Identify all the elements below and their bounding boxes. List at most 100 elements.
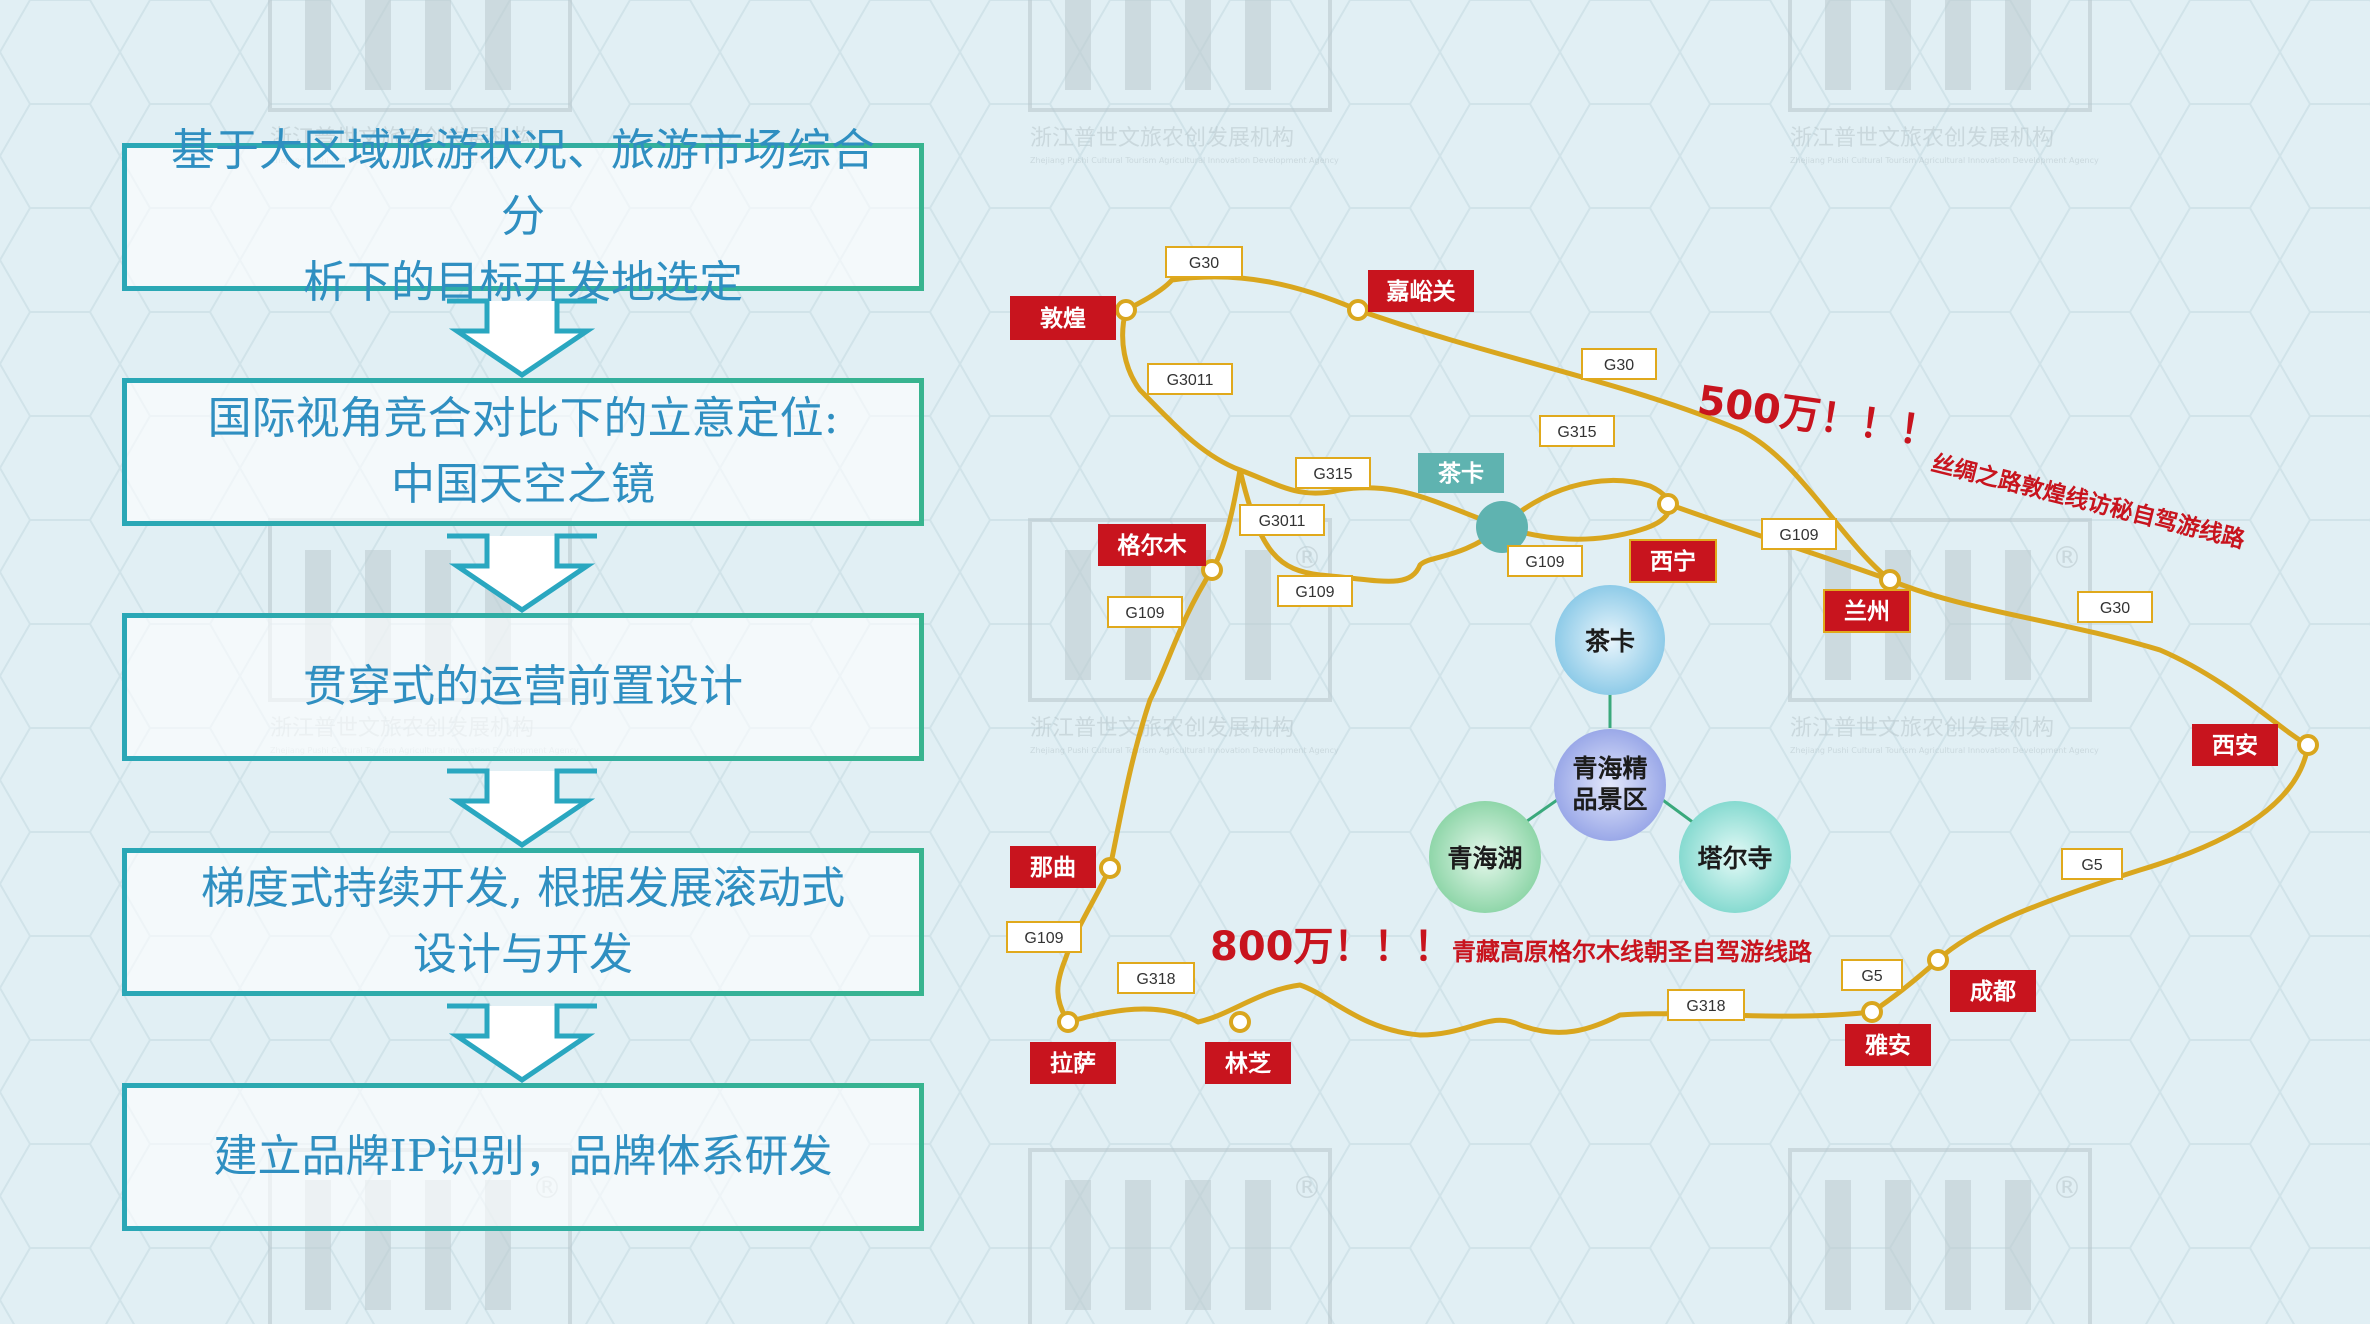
road-label-text: G318 [1136, 971, 1175, 988]
road-label: G318 [1117, 962, 1195, 994]
road-label: G109 [1507, 545, 1583, 577]
road-label: G3011 [1239, 504, 1325, 536]
circle-chaka [1555, 585, 1665, 695]
city-label-jiayuguan: 嘉峪关 [1387, 278, 1456, 305]
route-g30-lanzhou-xian [1887, 577, 2311, 748]
road-label-text: G3011 [1167, 372, 1214, 389]
route-g318-lasa-linzhi [1065, 982, 1875, 1038]
watermark-logo: 浙江普世文旅农创发展机构 Zhejiang Pushi Cultural Tour… [1028, 0, 1339, 165]
circle-qinghaihu [1429, 801, 1541, 913]
road-label-text: G315 [1313, 466, 1352, 483]
city-yaan: 雅安 [1845, 1024, 1931, 1066]
route-g109-chaka-geermu [1237, 467, 1505, 584]
city-linzhi: 林芝 [1205, 1042, 1291, 1084]
road-label: G315 [1539, 415, 1615, 447]
city-dots [1057, 299, 2319, 1033]
road-label-text: G3011 [1259, 513, 1306, 530]
city-label-xining: 西宁 [1650, 548, 1696, 575]
city-label-dunhuang: 敦煌 [1040, 305, 1086, 332]
city-label-chaka: 茶卡 [1438, 461, 1484, 487]
city-jiayuguan: 嘉峪关 [1368, 270, 1474, 312]
road-label: G318 [1667, 989, 1745, 1021]
step-2-box: 国际视角竞合对比下的立意定位: 中国天空之镜 [122, 378, 924, 526]
step-1-line-2: 析下的目标开发地选定 [303, 257, 743, 308]
circle-label-chaka: 茶卡 [1585, 627, 1635, 656]
watermark-org-en: Zhejiang Pushi Cultural Tourism Agricult… [1790, 746, 2099, 755]
down-arrow-icon [447, 1003, 597, 1083]
road-label: G30 [2077, 591, 2153, 623]
scenic-cluster: 茶卡 青海精 品景区 青海湖 塔尔寺 [1429, 585, 1791, 913]
route-g109-geermu-naqu [1107, 467, 1243, 871]
route-g3011-chaka-dunhuang [1120, 307, 1505, 530]
city-naqu: 那曲 [1010, 846, 1096, 888]
circle-label-taersi: 塔尔寺 [1697, 844, 1772, 873]
watermark-org-cn: 浙江普世文旅农创发展机构 [1030, 716, 1294, 741]
city-label-naqu: 那曲 [1030, 855, 1076, 881]
city-labels: 敦煌 嘉峪关 茶卡 格尔木 西宁 兰州 西安 那曲 拉萨 林芝 雅安 成都 [1010, 270, 2278, 1084]
watermark-registered: ® [2052, 541, 2082, 576]
city-geermu: 格尔木 [1098, 524, 1206, 566]
road-label: G109 [1006, 921, 1082, 953]
road-label: G109 [1761, 518, 1837, 550]
road-label: G30 [1581, 348, 1657, 380]
city-chengdu: 成都 [1950, 970, 2036, 1012]
silk-road-route-title: 丝绸之路敦煌线访秘自驾游线路 [1929, 450, 2249, 554]
city-label-lanzhou: 兰州 [1844, 598, 1890, 625]
watermark-org-en: Zhejiang Pushi Cultural Tourism Agricult… [1790, 156, 2099, 165]
route-g30-dunhuang-jiayuguan [1123, 274, 1361, 313]
step-2-line-2: 中国天空之镜 [390, 459, 655, 510]
step-1-line-1: 基于大区域旅游状况、旅游市场综合分 [171, 125, 875, 242]
circle-label-center-1: 青海精 [1572, 754, 1647, 783]
chaka-marker [1476, 501, 1528, 553]
city-label-yaan: 雅安 [1865, 1032, 1911, 1059]
city-lanzhou: 兰州 [1823, 589, 1911, 633]
road-label-text: G5 [2081, 857, 2102, 874]
watermark-org-en: Zhejiang Pushi Cultural Tourism Agricult… [1030, 156, 1339, 165]
road-label: G109 [1107, 596, 1183, 628]
route-g5-xian-chengdu [1935, 742, 2311, 963]
city-xining: 西宁 [1629, 539, 1717, 583]
step-2-line-1: 国际视角竞合对比下的立意定位: [207, 393, 839, 444]
road-label-text: G30 [2100, 600, 2130, 617]
road-label-text: G109 [1779, 527, 1818, 544]
step-4-line-2: 设计与开发 [412, 929, 633, 980]
city-label-chengdu: 成都 [1970, 979, 2016, 1005]
road-label: G3011 [1147, 363, 1233, 395]
city-dunhuang: 敦煌 [1010, 296, 1116, 340]
route-lines [1055, 274, 2311, 1038]
city-chaka: 茶卡 [1418, 453, 1504, 493]
road-label-text: G109 [1125, 605, 1164, 622]
circle-qinghai-scenic [1554, 729, 1666, 841]
circle-taersi [1679, 801, 1791, 913]
watermark-org-cn: 浙江普世文旅农创发展机构 [1790, 716, 2054, 741]
step-5-line-1: 建立品牌IP识别，品牌体系研发 [213, 1131, 833, 1182]
step-3-line-1: 贯穿式的运营前置设计 [303, 661, 743, 712]
road-label-text: G30 [1604, 357, 1634, 374]
step-4-box: 梯度式持续开发, 根据发展滚动式设计与开发 [122, 848, 924, 996]
step-4-line-1: 梯度式持续开发, 根据发展滚动式 [201, 863, 845, 914]
road-labels: G30 G3011 G315 G3011 G109 G109 G30 G315 … [1006, 246, 2153, 1021]
watermark-org-cn: 浙江普世文旅农创发展机构 [1030, 126, 1294, 151]
city-label-lasa: 拉萨 [1050, 1050, 1096, 1077]
road-label-text: G315 [1557, 424, 1596, 441]
road-label: G5 [1841, 959, 1903, 991]
step-5-box: 建立品牌IP识别，品牌体系研发 [122, 1083, 924, 1231]
road-label: G315 [1295, 457, 1371, 489]
watermark-registered: ® [2052, 1171, 2082, 1206]
tibet-visitors: 800万！！！ [1210, 924, 1454, 970]
city-xian: 西安 [2192, 724, 2278, 766]
city-label-xian: 西安 [2212, 732, 2258, 759]
down-arrow-icon [447, 298, 597, 378]
road-label: G109 [1277, 575, 1353, 607]
road-label-text: G30 [1189, 255, 1219, 272]
city-label-geermu: 格尔木 [1118, 532, 1187, 559]
city-label-linzhi: 林芝 [1225, 1050, 1271, 1077]
road-label-text: G109 [1024, 930, 1063, 947]
road-label: G30 [1165, 246, 1243, 278]
road-label-text: G109 [1525, 554, 1564, 571]
road-label-text: G5 [1861, 968, 1882, 985]
road-label-text: G318 [1686, 998, 1725, 1015]
circle-label-qinghaihu: 青海湖 [1447, 844, 1522, 873]
